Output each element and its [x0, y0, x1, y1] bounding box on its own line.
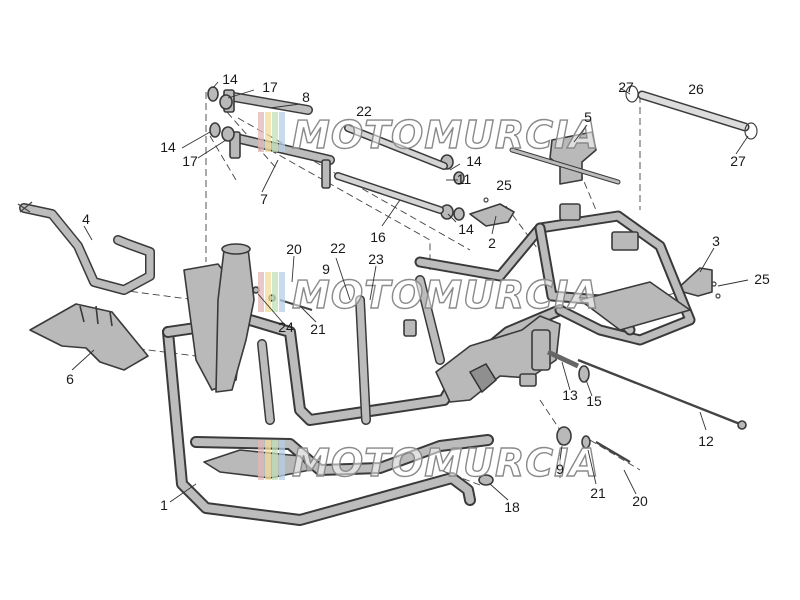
rod-part-22 — [344, 124, 448, 170]
callout-26: 6 — [66, 371, 74, 387]
callout-34: 18 — [504, 499, 520, 515]
watermark-stripe — [258, 440, 264, 480]
callout-5: 7 — [260, 191, 268, 207]
callout-18: 20 — [286, 241, 302, 257]
callout-3: 14 — [160, 139, 176, 155]
watermark-stripe — [265, 440, 271, 480]
watermark-stripe — [279, 112, 285, 152]
callout-12: 2 — [488, 235, 496, 251]
callout-28: 15 — [586, 393, 602, 409]
watermark-stripe — [272, 440, 278, 480]
callout-6: 22 — [356, 103, 372, 119]
screw-parts-25 — [483, 197, 721, 299]
bolt-part-12 — [577, 358, 747, 430]
watermark-stripe — [265, 272, 271, 312]
callout-33: 1 — [160, 497, 168, 513]
callout-16: 27 — [730, 153, 746, 169]
cap-part-18 — [478, 474, 494, 486]
callout-32: 20 — [632, 493, 648, 509]
callout-23: 21 — [310, 321, 326, 337]
washer-part-21 — [581, 435, 591, 449]
watermark-text: MOTOMURCIA — [292, 273, 600, 317]
callout-11: 25 — [496, 177, 512, 193]
watermark-0: MOTOMURCIA — [258, 112, 600, 158]
watermark-stripe — [279, 272, 285, 312]
callout-22: 24 — [278, 319, 294, 335]
callout-17: 4 — [82, 211, 90, 227]
circlip-part-27-top — [625, 85, 639, 103]
callout-24: 3 — [712, 233, 720, 249]
watermark-1: MOTOMURCIA — [258, 272, 600, 318]
axle-part-26 — [637, 90, 750, 132]
watermark-logo: MOTOMURCIA MOTOMURCIA MOTOMURCIA — [258, 112, 600, 486]
bracket-part-5 — [509, 131, 621, 185]
watermark-text: MOTOMURCIA — [292, 113, 600, 157]
callout-1: 17 — [262, 79, 278, 95]
bushing-part-9 — [556, 426, 572, 446]
watermark-stripe — [265, 112, 271, 152]
bracket-part-3 — [675, 267, 713, 297]
callout-10: 14 — [458, 221, 474, 237]
bolt-part-20 — [595, 441, 631, 463]
callout-20: 9 — [322, 261, 330, 277]
callout-13: 5 — [584, 109, 592, 125]
callout-14: 27 — [618, 79, 634, 95]
callout-0: 14 — [222, 71, 238, 87]
callout-31: 21 — [590, 485, 606, 501]
watermark-stripe — [272, 272, 278, 312]
main-frame-part-1 — [162, 203, 696, 526]
screw-part-13 — [546, 349, 580, 369]
callout-2: 8 — [302, 89, 310, 105]
callout-25: 25 — [754, 271, 770, 287]
watermark-stripe — [258, 112, 264, 152]
watermark-stripe — [272, 112, 278, 152]
callout-7: 14 — [466, 153, 482, 169]
callout-4: 17 — [182, 153, 198, 169]
callout-19: 22 — [330, 240, 346, 256]
washer-part-15 — [578, 365, 590, 383]
bracket-part-2 — [469, 203, 515, 227]
watermark-stripe — [279, 440, 285, 480]
callout-8: 11 — [457, 171, 472, 187]
callout-27: 13 — [562, 387, 578, 403]
pipe-part-4 — [17, 201, 155, 295]
circlip-part-27-bottom — [744, 122, 758, 140]
callout-leaders — [71, 81, 749, 503]
callout-15: 26 — [688, 81, 704, 97]
callout-9: 16 — [370, 229, 386, 245]
callout-21: 23 — [368, 251, 384, 267]
callout-30: 9 — [556, 461, 564, 477]
plate-part-6 — [29, 303, 149, 371]
watermark-2: MOTOMURCIA — [258, 440, 600, 486]
callout-29: 12 — [698, 433, 714, 449]
watermark-text: MOTOMURCIA — [292, 441, 600, 485]
rod-part-16 — [334, 172, 444, 214]
watermark-stripe — [258, 272, 264, 312]
